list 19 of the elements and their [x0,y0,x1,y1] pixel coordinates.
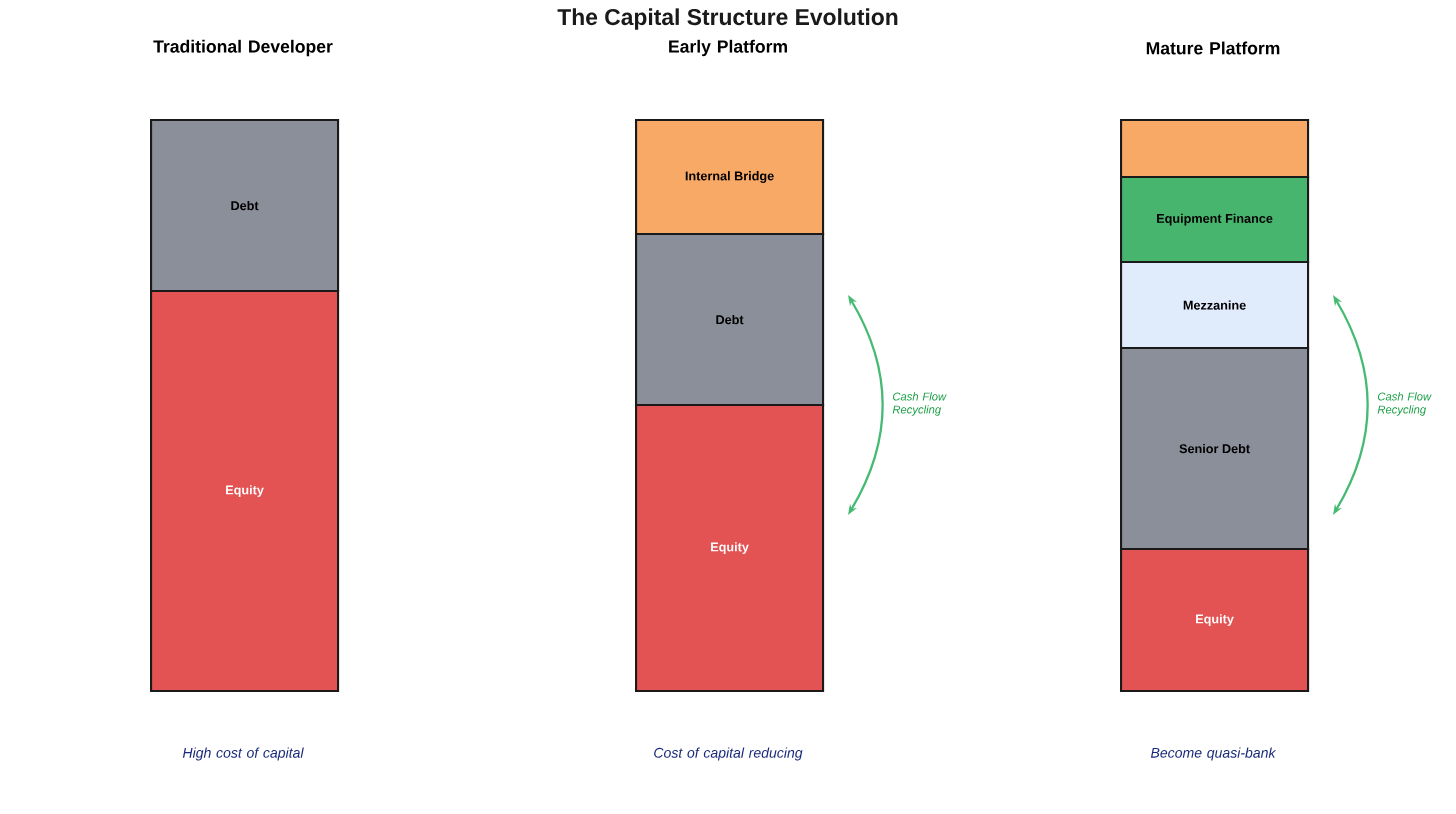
column-heading: Traditional Developer [153,39,333,57]
capital-segment: Equity [1120,548,1310,693]
arrow-label: Cash Flow Recycling [1377,392,1432,416]
capital-segment: Debt [635,233,825,407]
capital-segment: Equity [635,404,825,693]
column-caption: Cost of capital reducing [654,747,803,761]
column-caption: Become quasi-bank [1150,747,1277,761]
title: The Capital Structure Evolution [557,8,898,30]
capital-segment: Equity [150,290,340,693]
capital-segment: Equipment Finance [1120,176,1310,264]
capital-segment: Mezzanine [1120,261,1310,350]
capital-segment: Senior Debt [1120,347,1310,551]
capital-segment: Debt [150,119,340,293]
capital-segment [1120,119,1310,179]
column-heading: Mature Platform [1146,41,1280,55]
column-heading: Early Platform [669,39,787,57]
column-caption: High cost of capital [182,747,304,761]
arrow-label: Cash Flow Recycling [892,392,947,416]
capital-segment: Internal Bridge [635,119,825,236]
